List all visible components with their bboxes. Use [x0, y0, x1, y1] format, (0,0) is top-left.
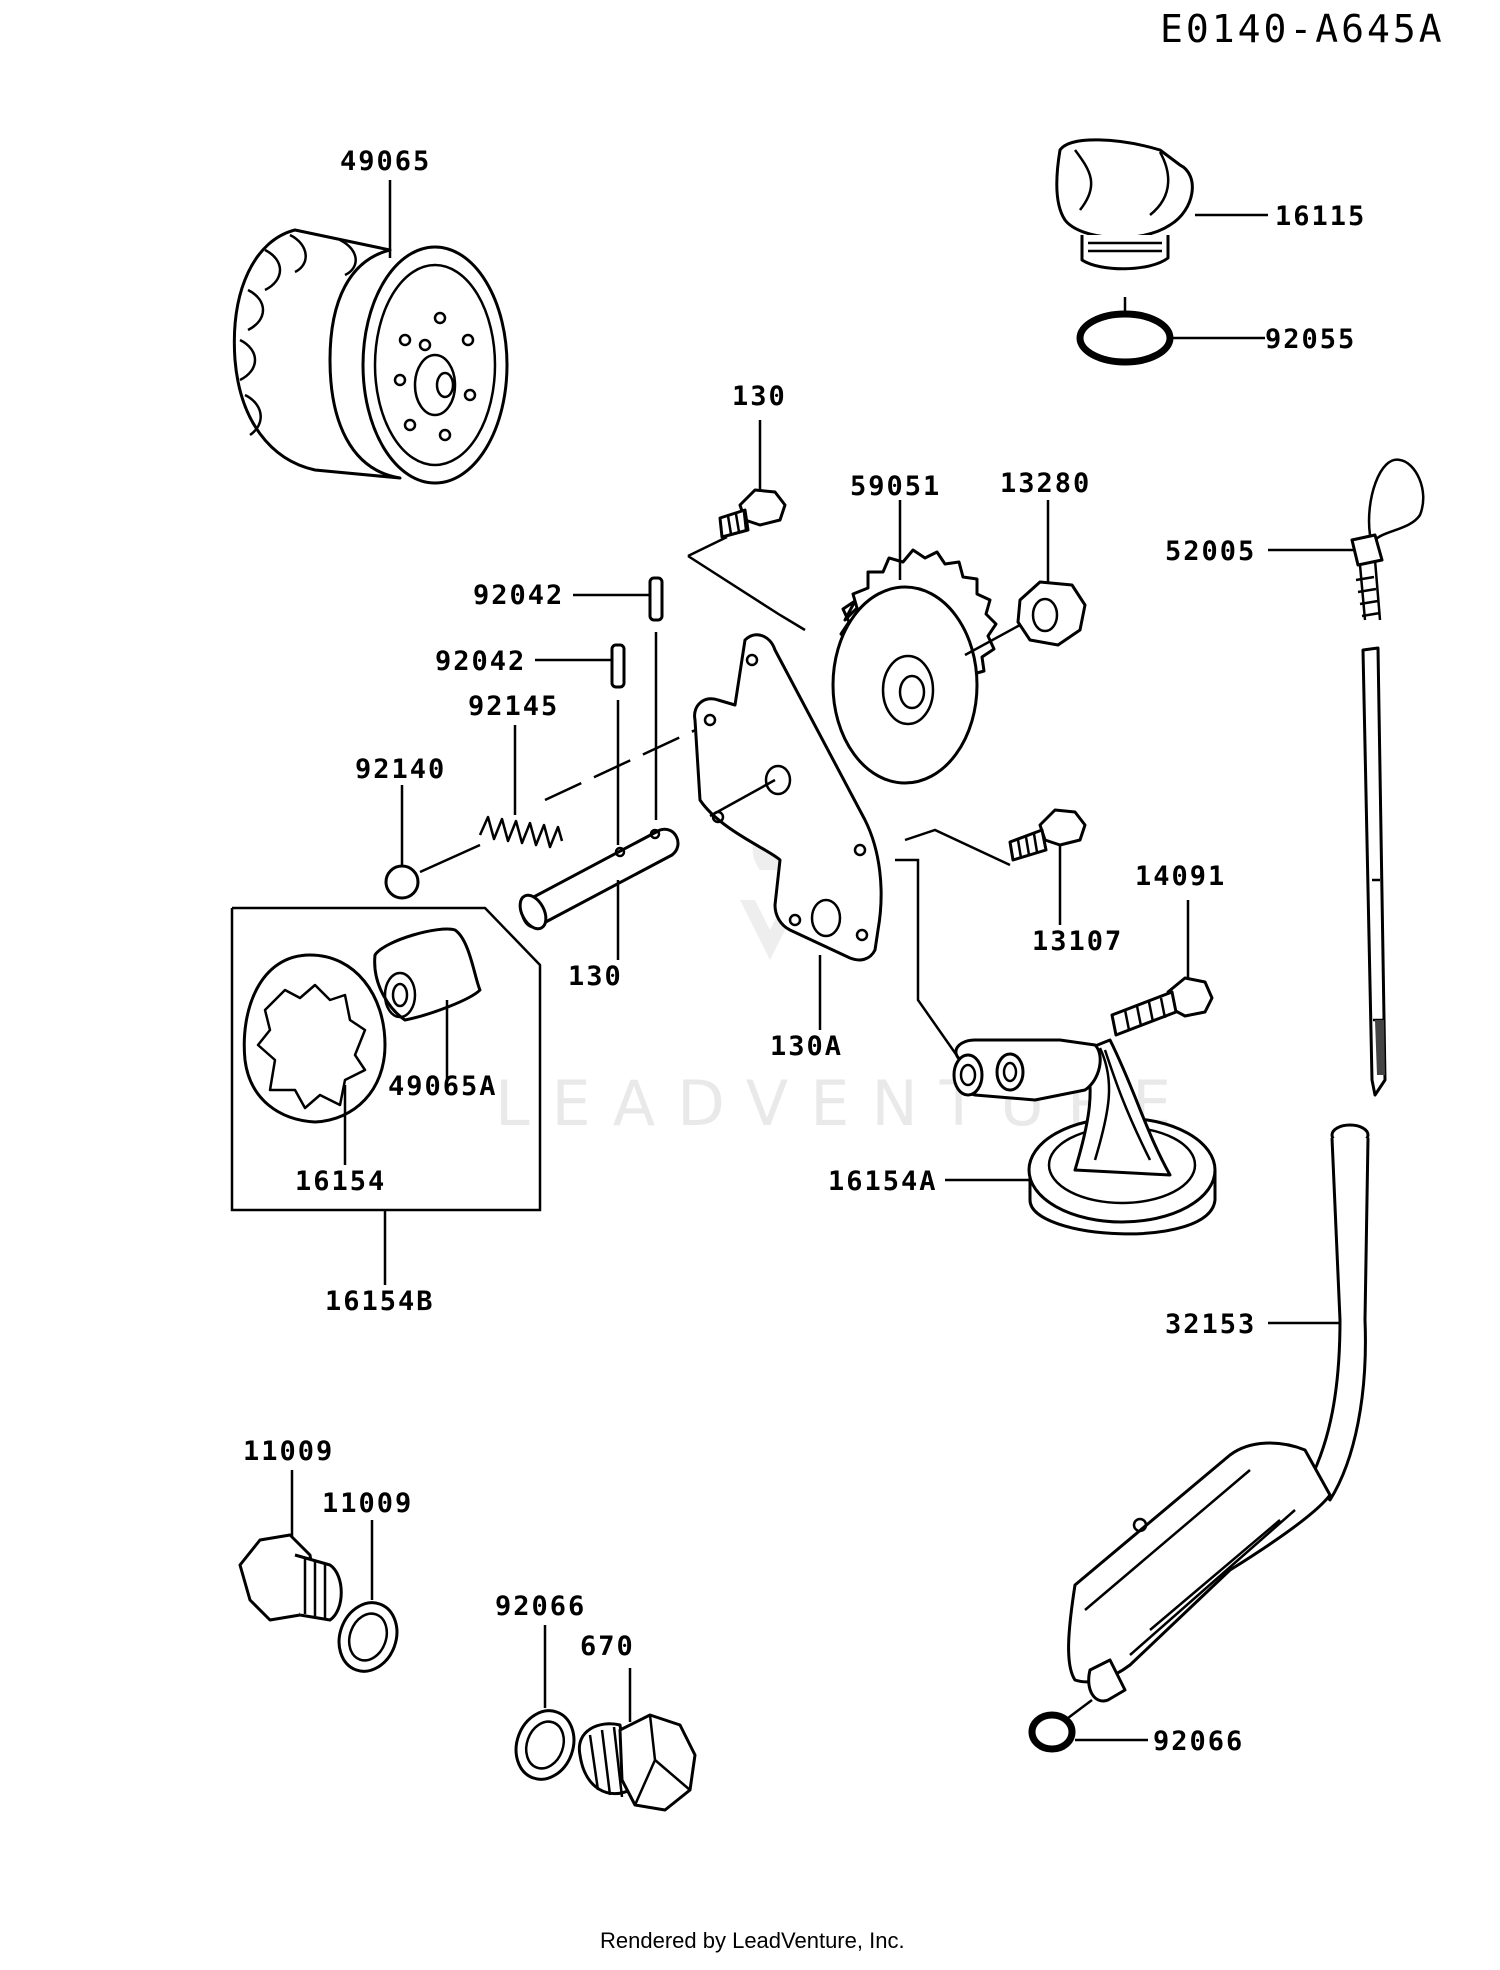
callout-13107[interactable]: 130: [568, 961, 623, 992]
callout-11009-bottom[interactable]: 92066: [495, 1591, 586, 1622]
bolt-part-lower[interactable]: [1008, 808, 1087, 862]
small-o-ring-part[interactable]: [1028, 1711, 1076, 1753]
leader-130-top-c: [687, 554, 806, 632]
ball-part[interactable]: [384, 864, 420, 900]
oil-filter-part[interactable]: [232, 228, 509, 485]
bolt-130a-part[interactable]: [1110, 976, 1214, 1037]
axis-shaft-plate: [709, 778, 776, 818]
leader-13280-b: [964, 623, 1021, 657]
spring-part[interactable]: [478, 815, 564, 849]
callout-16154a[interactable]: 49065A: [388, 1071, 498, 1102]
callout-16115[interactable]: 16115: [1275, 201, 1366, 232]
diagram-id: E0140-A645A: [1160, 7, 1445, 51]
callout-49065[interactable]: 49065: [340, 146, 431, 177]
washer-part-bottom[interactable]: [507, 1703, 584, 1788]
dipstick-part[interactable]: [1350, 458, 1425, 1097]
callout-11009-left[interactable]: 11009: [322, 1488, 413, 1519]
socket-part[interactable]: [242, 953, 387, 1124]
callout-92055[interactable]: 92055: [1265, 324, 1356, 355]
shaft-part[interactable]: [515, 827, 680, 933]
o-ring-part[interactable]: [1076, 310, 1174, 366]
callout-670[interactable]: 92066: [1153, 1726, 1244, 1757]
drain-plug-part-bottom[interactable]: [577, 1713, 697, 1812]
footer-credit: Rendered by LeadVenture, Inc.: [600, 1928, 905, 1953]
pin-part-upper[interactable]: [648, 576, 664, 622]
gear-part[interactable]: [831, 548, 998, 785]
callout-32153[interactable]: 32153: [1165, 1309, 1256, 1340]
callout-92145[interactable]: 92145: [468, 691, 559, 722]
callout-92042-upper[interactable]: 92042: [473, 580, 564, 611]
callout-16154b[interactable]: 16154B: [325, 1286, 435, 1317]
callout-49065a[interactable]: 16154A: [828, 1166, 938, 1197]
pin-part-lower[interactable]: [610, 643, 626, 689]
callout-14091[interactable]: 130A: [770, 1031, 843, 1062]
callout-130a[interactable]: 14091: [1135, 861, 1226, 892]
callout-92066-bottom[interactable]: 670: [580, 1631, 635, 1662]
bushing-kit-box: [230, 906, 542, 1212]
callout-52005[interactable]: 52005: [1165, 536, 1256, 567]
callout-92140[interactable]: 92140: [355, 754, 446, 785]
leader-130-top-b: [687, 535, 728, 558]
cover-plate-part[interactable]: [693, 633, 883, 962]
callout-13280[interactable]: 13280: [1000, 468, 1091, 499]
nut-part[interactable]: [1016, 580, 1087, 647]
axis-ball-spring: [419, 843, 481, 874]
rotor-part[interactable]: [373, 927, 482, 1022]
axis-670: [1067, 1699, 1093, 1719]
callout-130-lower[interactable]: 13107: [1032, 926, 1123, 957]
callout-92066-left[interactable]: 11009: [243, 1436, 334, 1467]
axis-strainer: [895, 858, 962, 1061]
callout-130-top[interactable]: 130: [732, 381, 787, 412]
drain-plug-part-left[interactable]: [238, 1533, 343, 1622]
oil-filler-cap-part[interactable]: [1055, 138, 1194, 271]
bolt-part[interactable]: [718, 488, 787, 539]
callout-59051[interactable]: 59051: [850, 471, 941, 502]
washer-part-left[interactable]: [330, 1595, 407, 1680]
callout-16154[interactable]: 16154: [295, 1166, 386, 1197]
oil-strainer-part[interactable]: [952, 1038, 1217, 1236]
dipstick-tube-part[interactable]: [1067, 1123, 1370, 1703]
callout-92042-lower[interactable]: 92042: [435, 646, 526, 677]
axis-bolt-lower: [904, 828, 1011, 867]
